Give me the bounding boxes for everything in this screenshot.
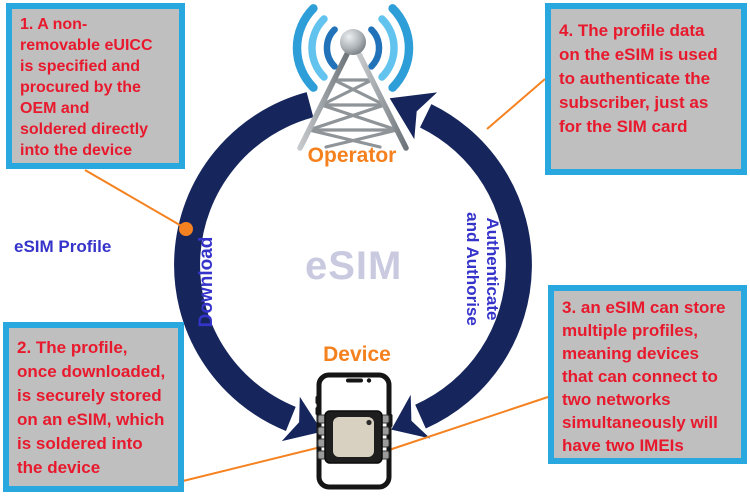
callout-2: 2. The profile, once downloaded, is secu… bbox=[3, 322, 184, 492]
esim-center-label: eSIM bbox=[305, 244, 403, 288]
authenticate-arrow bbox=[389, 92, 532, 439]
callout-1: 1. A non- removable eUICC is specified a… bbox=[6, 3, 185, 169]
authenticate-label-line1: Authenticate bbox=[483, 217, 502, 321]
callout-4-text: 4. The profile data on the eSIM is used … bbox=[559, 21, 718, 136]
device-label: Device bbox=[323, 343, 391, 366]
connector-line-1 bbox=[84, 169, 186, 229]
cell-tower-icon bbox=[292, 4, 414, 151]
download-arrow-label: Download bbox=[196, 236, 217, 328]
callout-2-text: 2. The profile, once downloaded, is secu… bbox=[17, 338, 166, 477]
callout-4: 4. The profile data on the eSIM is used … bbox=[545, 3, 747, 175]
authenticate-arrow-label: Authenticate and Authorise bbox=[460, 189, 502, 349]
connector-line-3 bbox=[385, 396, 549, 452]
operator-label: Operator bbox=[307, 144, 397, 167]
esim-chip-icon bbox=[317, 410, 390, 464]
callout-1-text: 1. A non- removable eUICC is specified a… bbox=[20, 16, 153, 159]
esim-profile-label: eSIM Profile bbox=[14, 237, 112, 256]
esim-profile-dot bbox=[179, 222, 193, 236]
callout-3: 3. an eSIM can store multiple profiles, … bbox=[548, 285, 747, 464]
authenticate-label-line2: and Authorise bbox=[463, 212, 482, 326]
callout-connectors bbox=[84, 78, 549, 482]
callout-3-text: 3. an eSIM can store multiple profiles, … bbox=[562, 298, 726, 455]
connector-line-4 bbox=[486, 78, 546, 130]
connector-line-2 bbox=[182, 443, 334, 482]
download-arrow bbox=[174, 92, 323, 442]
